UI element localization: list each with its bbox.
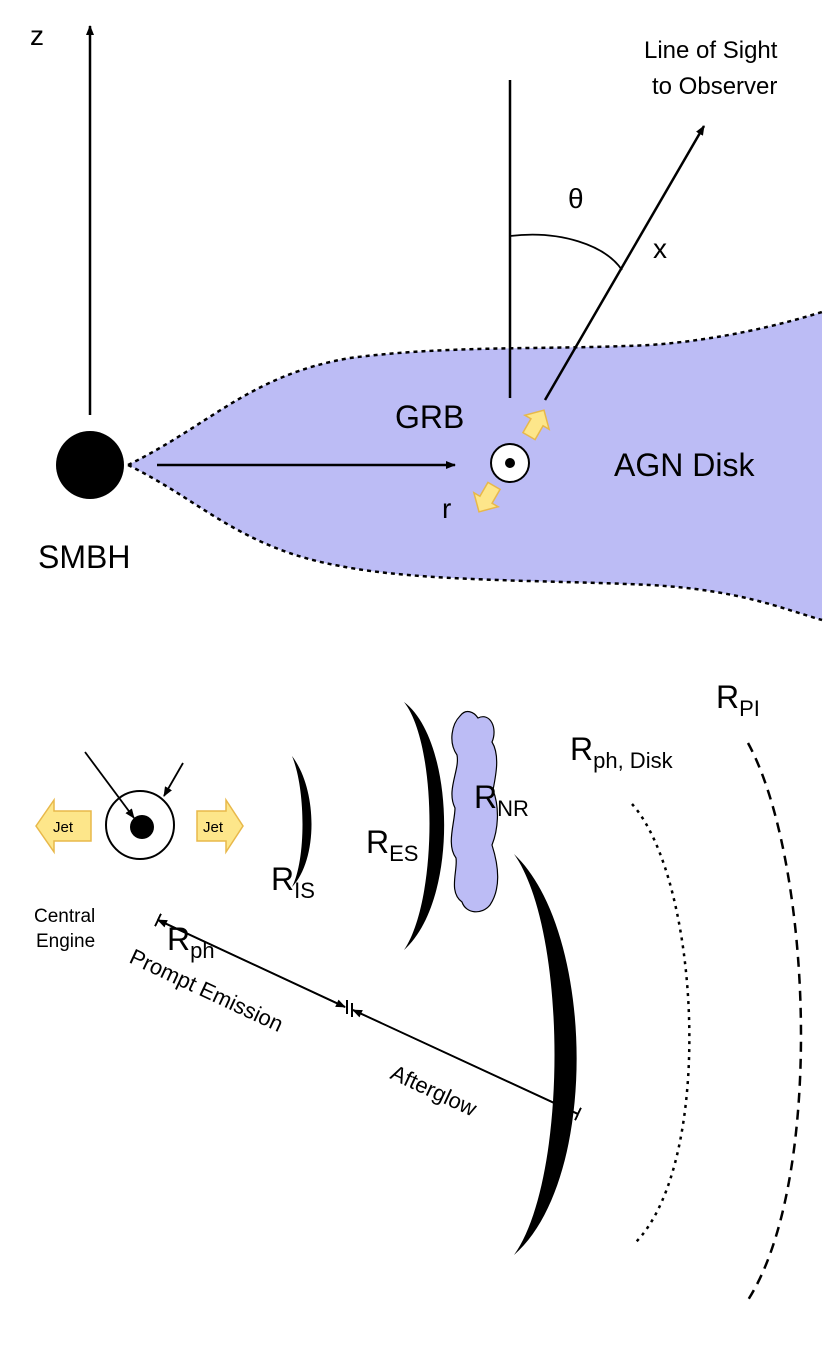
line-of-sight-label-line2: to Observer [652, 73, 777, 100]
line-of-sight-arrow [543, 125, 706, 401]
agn-disk [128, 312, 822, 620]
internal-shock-shell [292, 756, 312, 887]
jet-arrow-left: Jet [35, 797, 92, 855]
bottom-panel: Central Engine Rph Jet Jet RIS RES [34, 679, 803, 1301]
agn-disk-lower-edge [127, 463, 823, 622]
central-engine-pointer [84, 751, 135, 819]
r-label: r [442, 493, 451, 524]
x-label: x [653, 233, 667, 264]
jet-left-label: Jet [53, 819, 74, 836]
grb-jet-arrow-down [472, 481, 502, 513]
r-is-label: RIS [271, 861, 315, 903]
agn-disk-label: AGN Disk [614, 447, 755, 483]
r-es-label: RES [366, 824, 418, 866]
photoionization-arc [746, 742, 803, 1301]
central-engine-label-line1: Central [34, 906, 95, 927]
smbh-dot [56, 431, 124, 499]
r-ph-disk-label: Rph, Disk [570, 731, 674, 773]
theta-label: θ [568, 183, 584, 214]
jet-right-label: Jet [203, 819, 224, 836]
prompt-emission-arrow-back [157, 919, 346, 1008]
grb-jet-arrow-up [521, 409, 551, 441]
disk-photosphere-arc [631, 803, 691, 1243]
jet-arrow-right: Jet [196, 797, 244, 855]
afterglow-arrow-back [352, 1009, 579, 1115]
r-nr-label: RNR [474, 779, 529, 821]
non-relativistic-shell [514, 854, 577, 1255]
smbh-label: SMBH [38, 539, 130, 575]
top-panel: z SMBH Line of Sight to Observer θ x GRB… [30, 20, 823, 622]
afterglow-label: Afterglow [387, 1060, 481, 1121]
external-shock-shell [404, 702, 445, 950]
theta-arc [509, 233, 623, 271]
line-of-sight-label-line1: Line of Sight [644, 37, 778, 64]
grb-core [505, 458, 515, 468]
central-engine-label-line2: Engine [36, 931, 95, 952]
disk-material-cloud [450, 710, 499, 913]
grb-label: GRB [395, 399, 464, 435]
central-engine-core [130, 815, 154, 839]
r-pi-label: RPI [716, 679, 760, 721]
z-axis-label: z [30, 20, 44, 51]
r-ph-pointer [163, 762, 184, 797]
